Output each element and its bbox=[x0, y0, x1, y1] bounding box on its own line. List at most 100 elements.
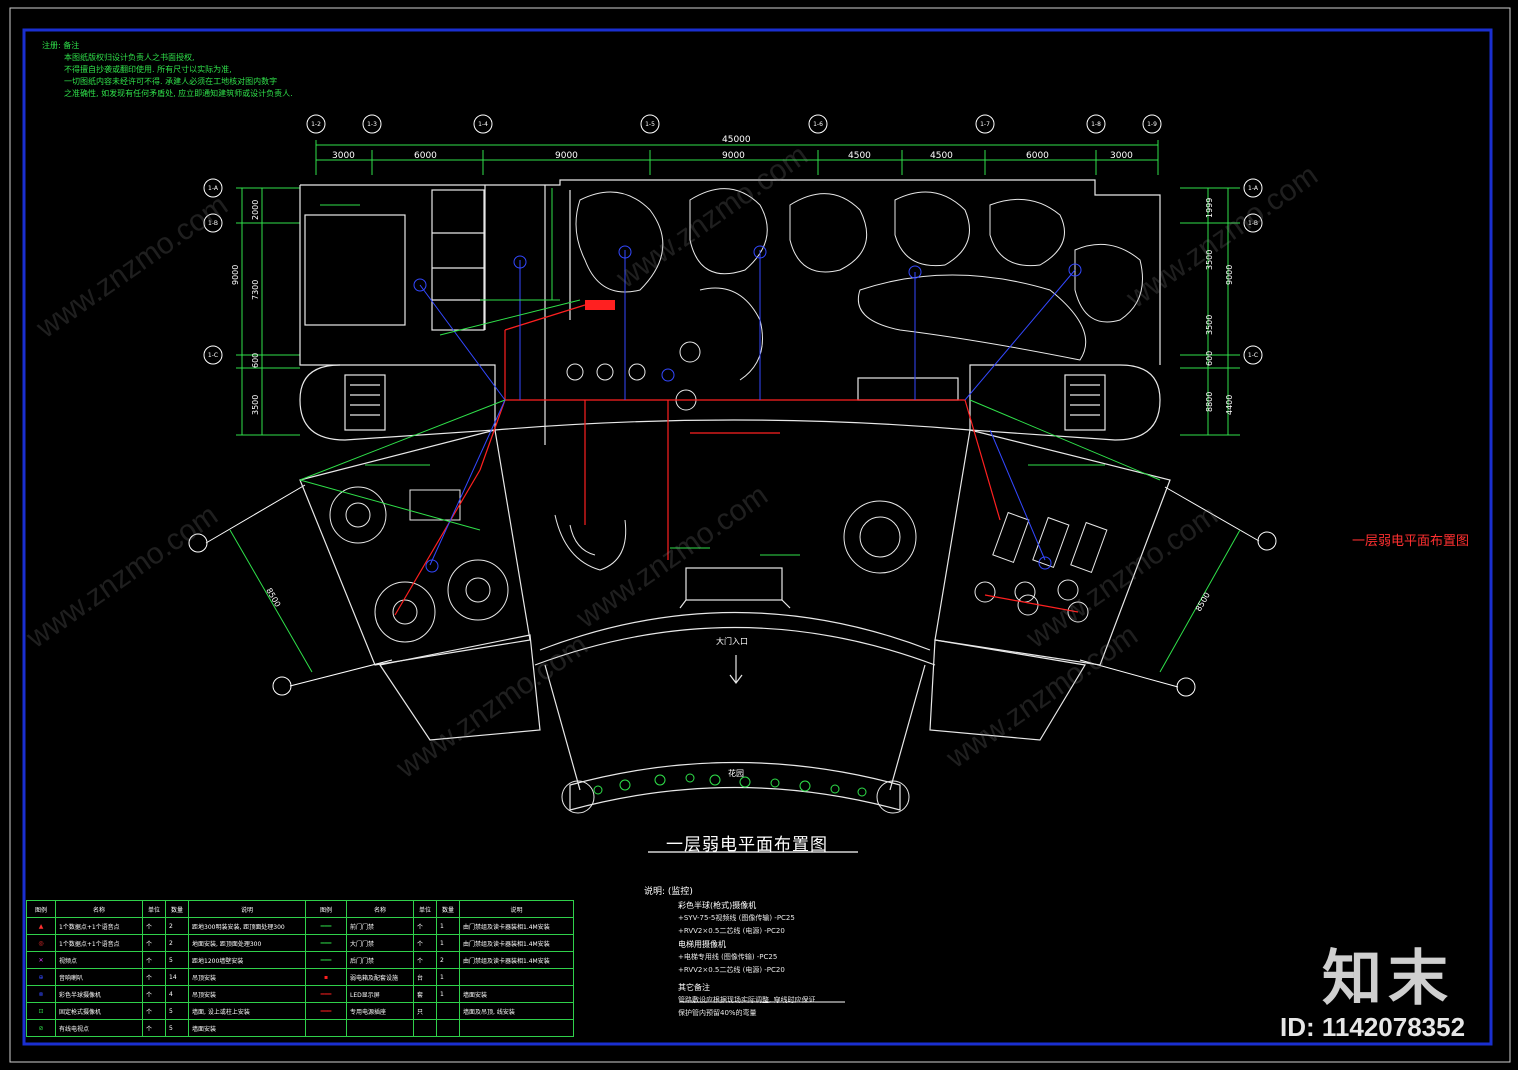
dim-top-2: 6000 bbox=[414, 151, 437, 161]
legend-cell: 1 bbox=[436, 917, 460, 935]
garden-plants bbox=[593, 773, 867, 797]
svg-text:9000: 9000 bbox=[231, 265, 240, 285]
legend-cell: 4 bbox=[165, 985, 189, 1003]
svg-text:1-8: 1-8 bbox=[1091, 121, 1101, 128]
legend-symbol-icon: ━━━ bbox=[305, 934, 347, 952]
svg-text:600: 600 bbox=[251, 353, 260, 368]
legend-cell: 地面安装, 距顶面处理300 bbox=[188, 934, 306, 952]
desc-g1-line2: +RVV2×0.5二芯线 (电源) -PC20 bbox=[678, 927, 785, 935]
legend-cell: 2 bbox=[165, 934, 189, 952]
dim-top-8: 3000 bbox=[1110, 151, 1133, 161]
dim-top-3: 9000 bbox=[555, 151, 578, 161]
legend-cell: 个 bbox=[413, 917, 437, 935]
legend-cell bbox=[459, 968, 574, 986]
legend-cell: 后门门禁 bbox=[346, 951, 414, 969]
legend-symbol-icon: ◎ bbox=[26, 934, 56, 952]
desc-group1: 彩色半球(枪式)摄像机 bbox=[678, 901, 757, 910]
entrance-label: 大门入口 bbox=[716, 637, 748, 646]
top-axis-labels: 1-2 1-3 1-4 1-5 1-6 1-7 1-8 1-9 bbox=[311, 121, 1157, 128]
legend-cell bbox=[413, 1019, 437, 1037]
legend-cell: 个 bbox=[142, 1019, 166, 1037]
wing-axes bbox=[188, 484, 1277, 697]
legend-cell: 弱电箱及配套设施 bbox=[346, 968, 414, 986]
red-cabling bbox=[394, 304, 1079, 616]
legend-symbol-icon: ⊘ bbox=[26, 1019, 56, 1037]
legend-cell: 1个数据点+1个语音点 bbox=[55, 917, 143, 935]
legend-cell: 墙面安装 bbox=[188, 1019, 306, 1037]
weak-current-box bbox=[585, 300, 615, 310]
legend-header: 数量 bbox=[436, 900, 460, 918]
legend-symbol-icon: ━━━ bbox=[305, 917, 347, 935]
legend-cell: 音响喇叭 bbox=[55, 968, 143, 986]
legend-symbol-icon: ⊕ bbox=[26, 968, 56, 986]
legend-cell: 专用电源插座 bbox=[346, 1002, 414, 1020]
svg-text:8500: 8500 bbox=[1194, 591, 1212, 613]
drawing-title: 一层弱电平面布置图 bbox=[666, 835, 828, 855]
svg-text:1-9: 1-9 bbox=[1147, 121, 1157, 128]
left-axes bbox=[203, 178, 1263, 365]
outer-frame bbox=[9, 7, 1511, 1063]
legend-cell: 5 bbox=[165, 1019, 189, 1037]
desc-other-heading: 其它备注 bbox=[678, 983, 710, 992]
legend-cell: 个 bbox=[413, 951, 437, 969]
legend-cell: 个 bbox=[142, 985, 166, 1003]
legend-cell: 固定枪式摄像机 bbox=[55, 1002, 143, 1020]
general-notes: 注册: 备注 本图纸版权归设计负责人之书面授权, 不得擅自抄袭或翻印使用. 所有… bbox=[42, 40, 293, 100]
side-dimension-lines bbox=[236, 187, 1240, 436]
svg-text:3500: 3500 bbox=[1205, 315, 1214, 335]
legend-cell: 前门门禁 bbox=[346, 917, 414, 935]
svg-text:1-C: 1-C bbox=[1248, 352, 1258, 359]
svg-text:8500: 8500 bbox=[264, 587, 282, 609]
svg-text:9000: 9000 bbox=[1225, 265, 1234, 285]
desc-group2: 电梯用摄像机 bbox=[678, 940, 726, 949]
legend-table: 图例 名称 单位 数量 说明 图例 名称 单位 数量 说明 ▲ 1个数据点+1个… bbox=[26, 900, 574, 1037]
dim-top-1: 3000 bbox=[332, 151, 355, 161]
legend-symbol-icon: ▪ bbox=[305, 968, 347, 986]
left-axis-labels: 1-A 1-B 1-C 1-A 1-B 1-C bbox=[208, 185, 1259, 359]
legend-cell: 墙面及吊顶, 线安装 bbox=[459, 1002, 574, 1020]
desc-g2-line1: +电梯专用线 (图像传输) -PC25 bbox=[678, 953, 778, 961]
legend-cell: 只 bbox=[413, 1002, 437, 1020]
svg-text:1-4: 1-4 bbox=[478, 121, 488, 128]
top-dimension-texts: 45000 3000 6000 9000 9000 4500 4500 6000… bbox=[332, 135, 1133, 161]
legend-symbol-icon: ⊡ bbox=[26, 1002, 56, 1020]
notes-title: 注册: 备注 bbox=[42, 41, 80, 50]
legend-cell: 吊顶安装 bbox=[188, 985, 306, 1003]
svg-text:1999: 1999 bbox=[1205, 198, 1214, 218]
legend-cell: 墙面, 设上或柱上安装 bbox=[188, 1002, 306, 1020]
legend-cell: 大门门禁 bbox=[346, 934, 414, 952]
svg-text:1-B: 1-B bbox=[1248, 220, 1258, 227]
legend-header: 图例 bbox=[305, 900, 347, 918]
legend-cell: 1 bbox=[436, 934, 460, 952]
legend-cell: 个 bbox=[142, 934, 166, 952]
svg-text:4400: 4400 bbox=[1225, 395, 1234, 415]
legend-row: ✕ 视频点 个 5 距地1200墙壁安装 ━━━ 后门门禁 个 2 由门禁组及读… bbox=[26, 951, 574, 969]
monitor-description: 说明: (监控) 彩色半球(枪式)摄像机 +SYV-75-5视频线 (图像传输)… bbox=[644, 886, 815, 1020]
legend-header: 名称 bbox=[346, 900, 414, 918]
legend-row: ⊕ 音响喇叭 个 14 吊顶安装 ▪ 弱电箱及配套设施 台 1 bbox=[26, 968, 574, 986]
blue-cabling bbox=[419, 250, 1076, 566]
legend-row: ⊘ 有线电视点 个 5 墙面安装 bbox=[26, 1019, 574, 1037]
legend-header: 数量 bbox=[165, 900, 189, 918]
dim-top-7: 6000 bbox=[1026, 151, 1049, 161]
legend-cell: 个 bbox=[142, 917, 166, 935]
legend-symbol-icon: ═══ bbox=[305, 1002, 347, 1020]
dim-top-5: 4500 bbox=[848, 151, 871, 161]
legend-header: 说明 bbox=[459, 900, 574, 918]
svg-text:1-B: 1-B bbox=[208, 220, 218, 227]
legend-cell: 5 bbox=[165, 951, 189, 969]
legend-symbol-icon: ▲ bbox=[26, 917, 56, 935]
wing-dimensions bbox=[229, 529, 1241, 673]
notes-line-3: 一切图纸内容未经许可不得. 承建人必须在工地核对图内数字 bbox=[64, 77, 278, 86]
legend-cell: 5 bbox=[165, 1002, 189, 1020]
legend-cell bbox=[459, 1019, 574, 1037]
top-axis-bubbles bbox=[306, 114, 1162, 134]
drawing-frame bbox=[22, 28, 1493, 1046]
svg-text:1-7: 1-7 bbox=[980, 121, 990, 128]
annotation-leaders bbox=[320, 204, 1105, 556]
svg-text:1-C: 1-C bbox=[208, 352, 218, 359]
legend-cell: 个 bbox=[142, 951, 166, 969]
legend-cell: 墙面安装 bbox=[459, 985, 574, 1003]
svg-text:2000: 2000 bbox=[251, 200, 260, 220]
